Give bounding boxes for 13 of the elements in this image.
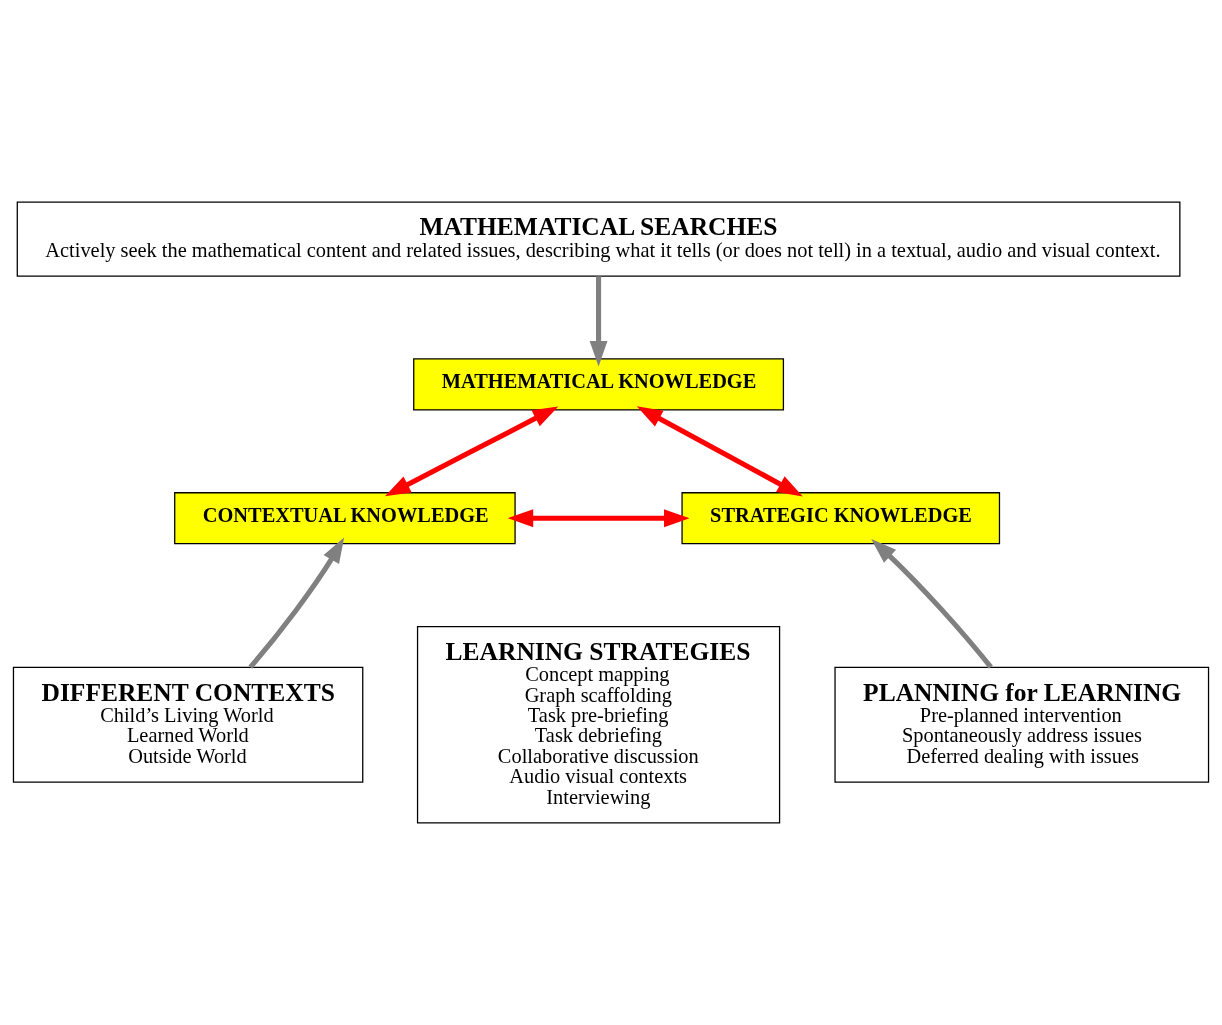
arrow bbox=[507, 509, 690, 528]
arrow bbox=[384, 406, 559, 497]
node-box: STRATEGIC KNOWLEDGE bbox=[681, 492, 1001, 545]
node-box: DIFFERENT CONTEXTS Child’s Living World Learned World Outside World bbox=[12, 666, 364, 783]
arrow bbox=[871, 538, 993, 669]
node-box: MATHEMATICAL SEARCHES Actively seek the mathematical content and related issues, describing what it tells (or does not tell) in a textual, audio and visual context. bbox=[16, 201, 1181, 277]
arrow bbox=[248, 537, 345, 669]
node-box: PLANNING for LEARNING Pre-planned intervention Spontaneously address issues Deferred dealing with issues bbox=[834, 666, 1210, 783]
node-box: MATHEMATICAL KNOWLEDGE bbox=[413, 358, 785, 411]
arrow bbox=[589, 276, 608, 367]
node-box: LEARNING STRATEGIES Concept mapping Graph scaffolding Task pre-briefing Task debriefing Collaborative discussion Audio visual contexts Interviewing bbox=[416, 625, 781, 824]
node-box: CONTEXTUAL KNOWLEDGE bbox=[174, 492, 516, 545]
arrow bbox=[636, 406, 803, 497]
